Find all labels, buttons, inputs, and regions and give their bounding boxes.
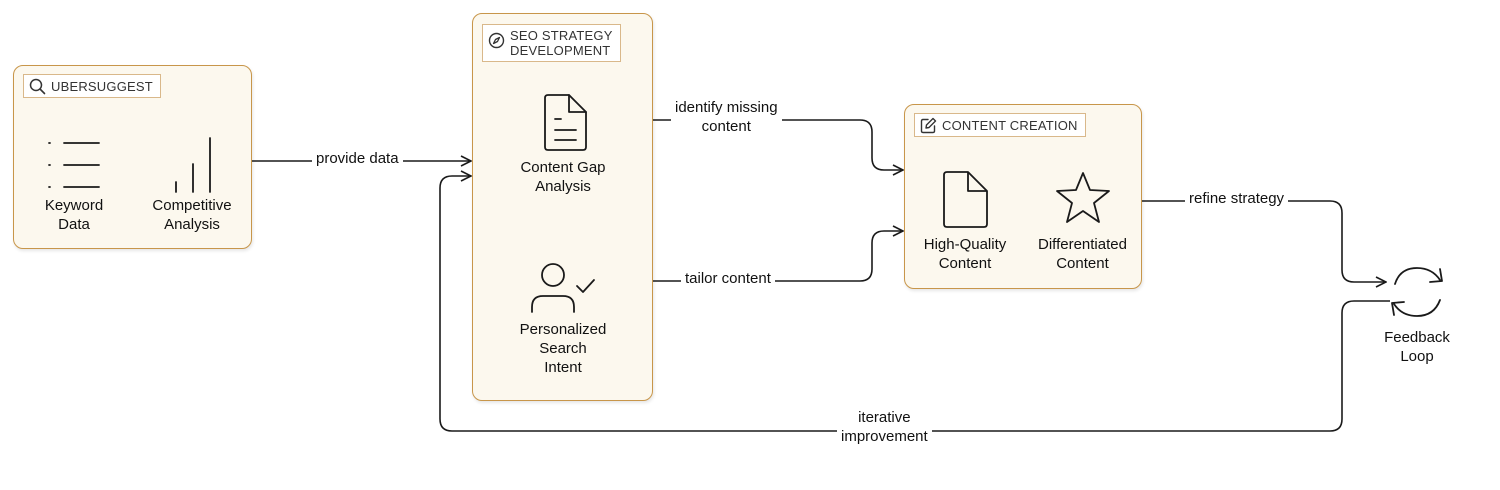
node-competitive-analysis[interactable]: Competitive Analysis — [142, 126, 242, 236]
node-feedback-loop[interactable]: Feedback Loop — [1362, 262, 1472, 372]
group-title-seo-strategy: SEO STRATEGY DEVELOPMENT — [482, 24, 621, 62]
content-gap-label-2: Analysis — [535, 178, 591, 195]
group-title-content-creation: CONTENT CREATION — [914, 113, 1086, 137]
feedback-loop-label-1: Feedback — [1384, 329, 1450, 346]
competitive-analysis-label-2: Analysis — [164, 216, 220, 233]
node-keyword-data[interactable]: Keyword Data — [24, 126, 124, 236]
file-icon — [943, 171, 988, 228]
identify-missing-line2: content — [701, 118, 751, 135]
seo-title-line1: SEO STRATEGY — [510, 28, 613, 43]
seo-title-line2: DEVELOPMENT — [510, 43, 611, 58]
edge-label-iterative-improvement: iterative improvement — [837, 408, 932, 446]
differentiated-label-2: Content — [1056, 255, 1109, 272]
differentiated-label-1: Differentiated — [1038, 236, 1127, 253]
group-content-creation: CONTENT CREATION High-Quality Content Di… — [904, 104, 1142, 289]
high-quality-label-2: Content — [938, 255, 992, 272]
star-icon — [1056, 172, 1110, 223]
document-icon — [544, 94, 587, 151]
personalized-label-1: Personalized — [519, 321, 607, 338]
identify-missing-line1: identify missing — [675, 99, 778, 116]
node-content-gap-analysis[interactable]: Content Gap Analysis — [493, 92, 633, 202]
edge-tailor-content — [596, 231, 903, 282]
edge-label-provide-data: provide data — [312, 149, 403, 168]
edge-refine-strategy — [1142, 200, 1386, 282]
group-seo-strategy: SEO STRATEGY DEVELOPMENT Content Gap Ana… — [472, 13, 653, 401]
group-title-ubersuggest: UBERSUGGEST — [23, 74, 161, 98]
group-ubersuggest: UBERSUGGEST Keyword Data — [13, 65, 252, 249]
node-high-quality-content[interactable]: High-Quality Content — [911, 167, 1019, 277]
user-check-icon — [531, 263, 595, 313]
iterative-line2: improvement — [841, 428, 928, 445]
iterative-line1: iterative — [858, 409, 911, 426]
list-icon — [48, 142, 100, 188]
node-personalized-search-intent[interactable]: Personalized Search Intent — [493, 254, 633, 394]
node-differentiated-content[interactable]: Differentiated Content — [1025, 167, 1140, 277]
bar-chart-icon — [175, 137, 211, 193]
personalized-label-3: Intent — [544, 359, 582, 376]
competitive-analysis-label-1: Competitive — [152, 197, 232, 214]
edge-label-identify-missing: identify missing content — [671, 98, 782, 136]
edge-label-tailor-content: tailor content — [681, 269, 775, 288]
personalized-label-2: Search — [539, 340, 587, 357]
compass-icon — [488, 32, 505, 49]
refresh-icon — [1391, 267, 1443, 317]
keyword-data-label-1: Keyword — [44, 197, 104, 214]
high-quality-label-1: High-Quality — [923, 236, 1007, 253]
search-icon — [29, 78, 46, 94]
edge-identify-missing — [596, 119, 903, 170]
edit-icon — [920, 117, 937, 133]
edge-label-refine-strategy: refine strategy — [1185, 189, 1289, 208]
keyword-data-label-2: Data — [58, 216, 90, 233]
content-gap-label-1: Content Gap — [520, 159, 606, 176]
feedback-loop-label-2: Loop — [1400, 348, 1434, 365]
